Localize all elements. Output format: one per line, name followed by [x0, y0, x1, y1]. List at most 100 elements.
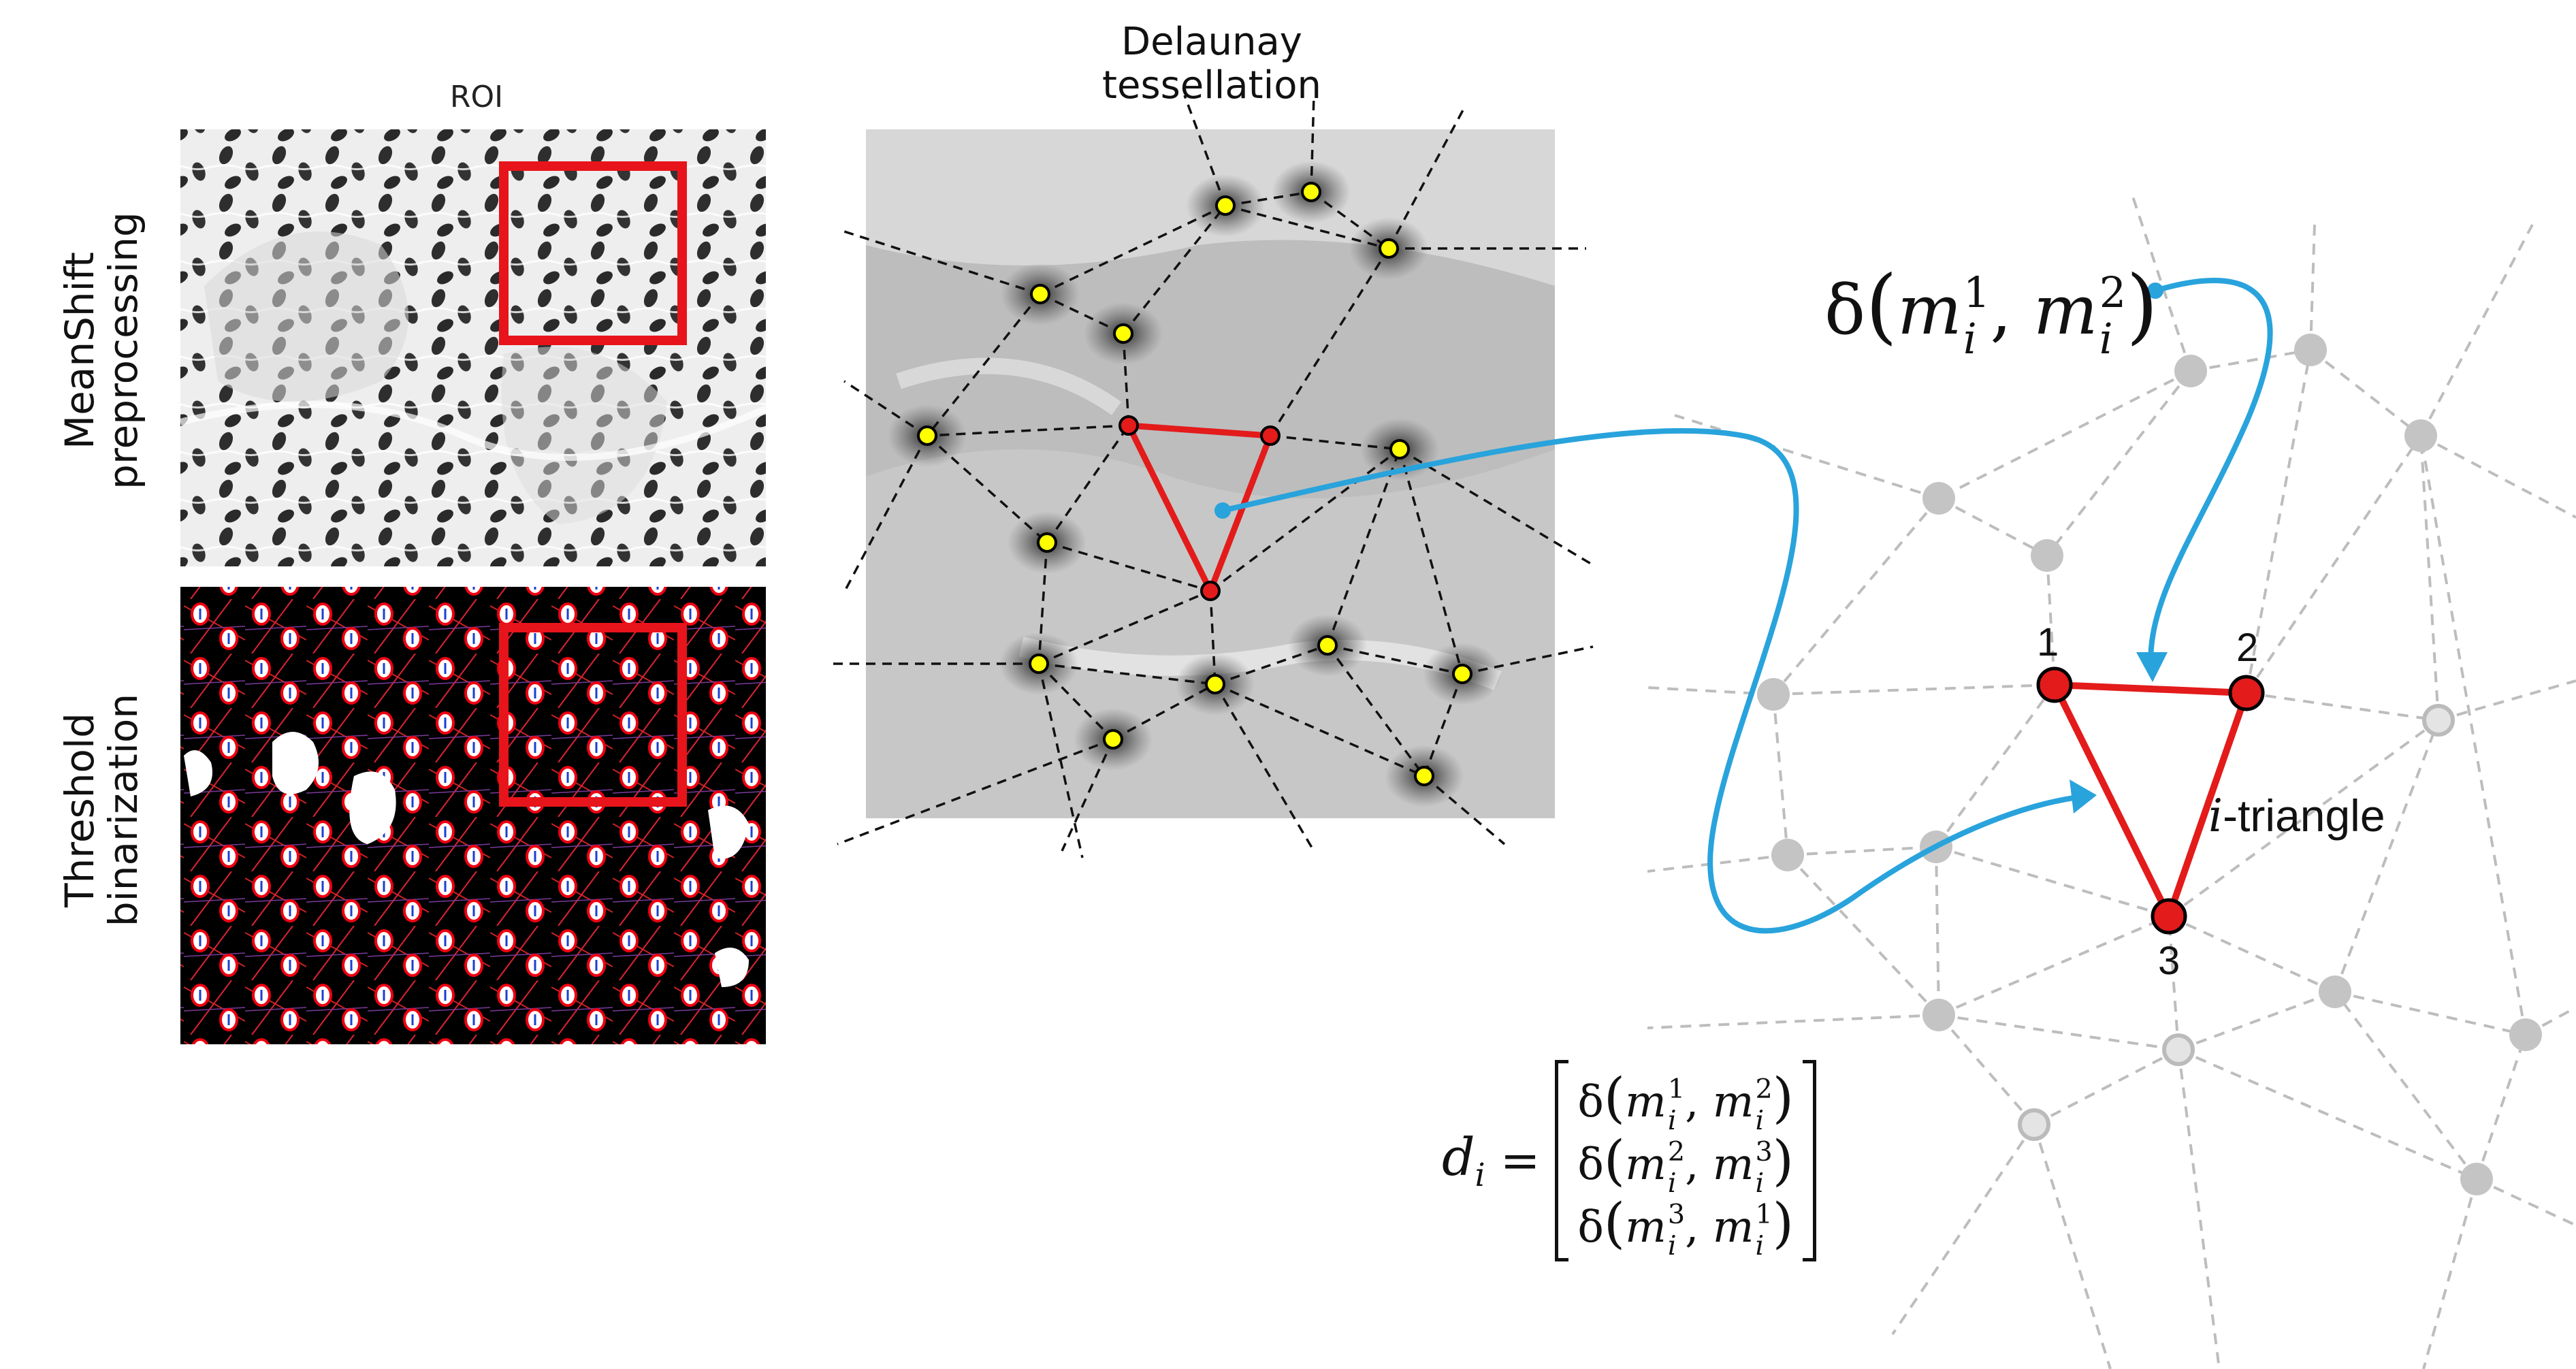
delaunay-image	[866, 129, 1555, 818]
delaunay-nodes	[917, 182, 1472, 786]
delaunay-label: Delaunay tessellation	[1062, 20, 1362, 108]
delaunay-node-9	[1029, 654, 1049, 674]
row2-sup-a: 2	[1667, 1136, 1686, 1167]
arrowhead-1	[2070, 779, 2097, 814]
row1-m-a: m	[1625, 1077, 1667, 1127]
di-lhs: di	[1442, 1127, 1485, 1194]
network-edge-6	[2046, 555, 2056, 686]
delaunay-ray-13	[1387, 108, 1465, 249]
delaunay-node-6	[917, 425, 937, 446]
delaunay-ray-10	[1423, 775, 1506, 845]
delaunay-node-11	[1317, 635, 1338, 656]
delaunay-node-4	[1030, 284, 1050, 304]
network-outer-edge-8	[1647, 1014, 1939, 1029]
row1-sub-b: i	[1755, 1104, 1765, 1136]
row3-sub-a: i	[1667, 1229, 1677, 1261]
network-edge-20	[2334, 720, 2440, 993]
delaunay-edge-28	[1423, 673, 1464, 777]
network-edge-12	[1773, 683, 2055, 696]
network-outer-edge-2	[2309, 224, 2316, 351]
row3-sup-b: 1	[1755, 1198, 1773, 1230]
delaunay-edge-30	[1214, 683, 1425, 777]
row2-m-a: m	[1625, 1140, 1667, 1190]
delaunay-highlight-triangle	[1123, 421, 1275, 599]
row3-m-a: m	[1625, 1202, 1667, 1253]
delaunay-edge-24	[1398, 449, 1464, 675]
network-node-4	[1922, 482, 1955, 515]
i-triangle	[2048, 681, 2251, 925]
network-edge-19	[2168, 915, 2336, 993]
network-node-11	[2162, 1033, 2195, 1066]
vertex-label-2: 2	[2236, 626, 2259, 670]
delaunay-edge-4	[1122, 204, 1227, 335]
delaunay-label-line2: tessellation	[1102, 63, 1321, 108]
row3-sub-b: i	[1755, 1229, 1765, 1261]
network-edge-16	[1935, 845, 2170, 918]
network-outer-edge-14	[2422, 1178, 2478, 1369]
network-edge-9	[2245, 434, 2422, 694]
delaunay-edge-29	[1326, 644, 1426, 777]
network-edge-11	[1772, 497, 1940, 696]
di-d: d	[1442, 1127, 1475, 1188]
network-outer-edge-5	[1674, 414, 1939, 500]
i-triangle-label: i-triangle	[2208, 790, 2385, 842]
delaunay-node-10	[1205, 674, 1225, 694]
row1-sup-a: 1	[1667, 1073, 1686, 1105]
delaunay-edge-15	[1046, 541, 1211, 592]
roi-box-bottom	[499, 623, 687, 807]
network-node-3	[2404, 419, 2437, 452]
network-edge-8	[2245, 349, 2312, 694]
delaunay-node-7	[1389, 439, 1410, 460]
delaunay-edge-11	[1270, 434, 1400, 451]
delaunay-edge-19	[1038, 590, 1211, 665]
delaunay-ray-8	[1061, 739, 1114, 852]
delaunay-edge-14	[1046, 424, 1130, 544]
network-outer-edge-10	[2476, 1178, 2576, 1227]
delaunay-node-13	[1103, 729, 1123, 750]
network-edge-10	[2246, 692, 2439, 722]
network-edge-27	[2178, 990, 2336, 1051]
di-sub: i	[1475, 1157, 1485, 1195]
network-edge-33	[1786, 854, 1940, 1016]
network-edge-18	[2419, 435, 2440, 721]
network-outer-edge-12	[2438, 679, 2576, 722]
network-edge-2	[2309, 349, 2422, 437]
row2-delta: δ	[1577, 1140, 1604, 1190]
arrowhead-2	[2136, 652, 2168, 682]
delaunay-node-14	[1414, 766, 1434, 786]
arrow-delta-to-edge	[2148, 278, 2273, 677]
delaunay-node-8	[1037, 532, 1057, 553]
network-outer-edge-13	[2033, 1124, 2112, 1369]
delaunay-ray-5	[843, 380, 928, 437]
network-edge-14	[1787, 845, 1937, 856]
delta-m2: m	[2033, 270, 2098, 350]
network-edge-28	[1937, 1014, 2035, 1126]
delaunay-red-node-3	[1200, 581, 1221, 601]
delaunay-ray-2	[1183, 95, 1227, 206]
delaunay-edge-27	[1112, 683, 1216, 741]
delaunay-red-node-1	[1118, 415, 1139, 436]
network-node-13	[2509, 1018, 2542, 1051]
blue-arrows	[1220, 278, 2273, 934]
delta-sub1: i	[1963, 314, 1977, 364]
delaunay-edge-18	[1037, 542, 1048, 664]
delaunay-edge-12	[927, 424, 1129, 437]
network-edge-32	[2475, 1034, 2527, 1180]
arrow-start-dot-2	[2147, 283, 2163, 299]
network-edge-25	[1938, 1014, 2179, 1051]
network-node-6	[1757, 678, 1790, 711]
network-edge-22	[2419, 435, 2527, 1035]
vertex-label-3: 3	[2158, 939, 2180, 983]
network-edge-3	[1938, 370, 2191, 500]
delaunay-node-12	[1452, 664, 1472, 684]
delta-m1: m	[1897, 270, 1962, 350]
network-edge-4	[1938, 497, 2048, 557]
row1-delta: δ	[1577, 1077, 1604, 1127]
row1-sup-b: 2	[1755, 1073, 1773, 1105]
network-outer-edge-9	[1891, 1123, 2035, 1336]
delaunay-ray-12	[1399, 448, 1594, 566]
network-edge-1	[2190, 349, 2311, 372]
